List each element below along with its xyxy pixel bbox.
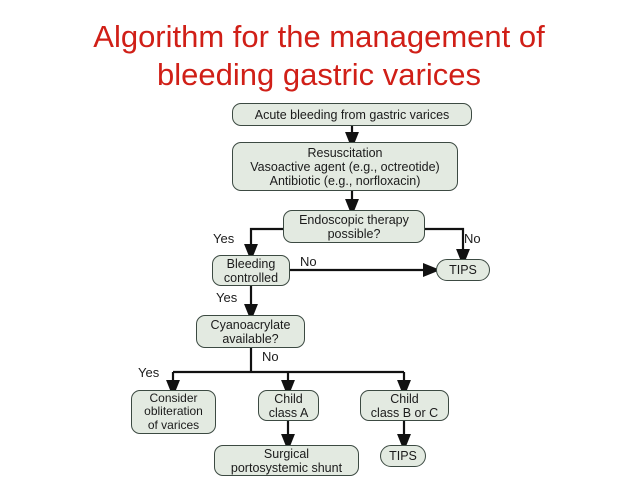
- node-child-class-bc[interactable]: Child class B or C: [360, 390, 449, 421]
- node-tips-bottom[interactable]: TIPS: [380, 445, 426, 467]
- node-consider-obliteration[interactable]: Consider obliteration of varices: [131, 390, 216, 434]
- node-tips-right[interactable]: TIPS: [436, 259, 490, 281]
- node-child-class-a[interactable]: Child class A: [258, 390, 319, 421]
- node-surgical-shunt[interactable]: Surgical portosystemic shunt: [214, 445, 359, 476]
- edge-label-endoscopic-no: No: [464, 231, 481, 246]
- page-title: Algorithm for the management of bleeding…: [0, 18, 638, 94]
- edge-label-cyanoacrylate-yes: Yes: [138, 365, 160, 380]
- node-resuscitation[interactable]: Resuscitation Vasoactive agent (e.g., oc…: [232, 142, 458, 191]
- node-acute-bleeding[interactable]: Acute bleeding from gastric varices: [232, 103, 472, 126]
- page-title-line-1: Algorithm for the management of: [93, 19, 545, 54]
- node-endoscopic-therapy[interactable]: Endoscopic therapy possible?: [283, 210, 425, 243]
- edge-label-bleeding-yes: Yes: [216, 290, 238, 305]
- edge-label-bleeding-no: No: [300, 254, 317, 269]
- page-title-line-2: bleeding gastric varices: [157, 57, 481, 92]
- node-cyanoacrylate[interactable]: Cyanoacrylate available?: [196, 315, 305, 348]
- node-bleeding-controlled[interactable]: Bleeding controlled: [212, 255, 290, 286]
- edge-label-cyanoacrylate-no: No: [262, 349, 279, 364]
- edge-label-endoscopic-yes: Yes: [213, 231, 235, 246]
